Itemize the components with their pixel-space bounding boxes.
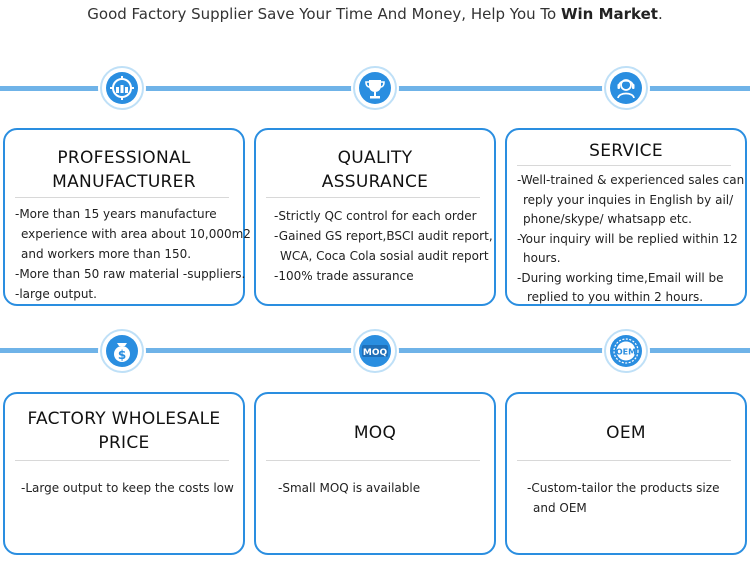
card-title: OEM bbox=[507, 421, 745, 445]
card-divider bbox=[517, 165, 731, 166]
card-line: -More than 15 years manufacture bbox=[15, 207, 217, 221]
headline-emphasis: Win Market bbox=[561, 5, 658, 23]
price-medal: $ bbox=[100, 329, 144, 373]
card-line: hours. bbox=[523, 251, 561, 265]
oem-badge-text: OEM bbox=[616, 348, 636, 357]
card-line: reply your inquies in English by ail/ bbox=[523, 192, 734, 207]
card-line: -Large output to keep the costs low bbox=[21, 481, 234, 495]
card-body: -More than 15 years manufacture experien… bbox=[15, 204, 251, 304]
headline-prefix: Good Factory Supplier Save Your Time And… bbox=[87, 5, 561, 23]
card-body: -Well-trained & experienced sales can re… bbox=[517, 171, 745, 308]
card-line: -100% trade assurance bbox=[274, 269, 414, 283]
trophy-icon bbox=[365, 80, 385, 99]
card-title: FACTORY WHOLESALE PRICE bbox=[5, 407, 243, 455]
card-professional-manufacturer: PROFESSIONAL MANUFACTURER -More than 15 … bbox=[3, 128, 251, 306]
card-line: -Well-trained & experienced sales can bbox=[517, 173, 745, 187]
card-line: phone/skype/ whatsapp etc. bbox=[523, 212, 692, 226]
card-title: SERVICE bbox=[507, 139, 745, 163]
card-title-line: PRICE bbox=[98, 433, 150, 453]
trophy-medal bbox=[353, 66, 397, 110]
card-divider bbox=[517, 460, 731, 461]
card-title: MOQ bbox=[256, 421, 494, 445]
card-title-line: OEM bbox=[606, 423, 646, 443]
factory-medal bbox=[100, 66, 144, 110]
moq-medal: MOQ bbox=[353, 329, 397, 373]
card-line: -Your inquiry will be replied within 12 bbox=[517, 231, 738, 246]
card-title-line: MANUFACTURER bbox=[52, 172, 196, 192]
factory-gear-icon bbox=[110, 76, 134, 100]
card-body: -Custom-tailor the products size and OEM bbox=[527, 478, 737, 518]
card-line: -Gained GS report,BSCI audit report, bbox=[274, 229, 493, 243]
service-medal bbox=[604, 66, 648, 110]
card-divider bbox=[15, 197, 229, 198]
card-divider bbox=[266, 460, 480, 461]
card-title-line: SERVICE bbox=[589, 141, 663, 161]
page-headline: Good Factory Supplier Save Your Time And… bbox=[0, 5, 750, 23]
customer-service-icon bbox=[617, 79, 635, 99]
card-quality-assurance: QUALITY ASSURANCE -Strictly QC control f… bbox=[254, 128, 496, 306]
card-line: and OEM bbox=[533, 501, 587, 515]
card-title-line: PROFESSIONAL bbox=[57, 148, 191, 168]
svg-text:$: $ bbox=[118, 348, 126, 362]
card-divider bbox=[15, 460, 229, 461]
card-line: WCA, Coca Cola sosial audit report bbox=[280, 249, 489, 263]
headline-suffix: . bbox=[657, 5, 663, 23]
card-line: -large output. bbox=[15, 287, 97, 301]
card-title-line: MOQ bbox=[353, 423, 397, 443]
oem-medal: OEM bbox=[604, 329, 648, 373]
moq-badge-text: MOQ bbox=[363, 348, 388, 358]
dollar-coin-icon: $ bbox=[114, 343, 130, 362]
card-title-line: FACTORY WHOLESALE bbox=[27, 409, 221, 429]
card-line: -More than 50 raw material -suppliers. bbox=[15, 267, 246, 281]
card-oem: OEM -Custom-tailor the products size and… bbox=[505, 392, 747, 555]
card-title: PROFESSIONAL MANUFACTURER bbox=[5, 146, 243, 194]
card-service: SERVICE -Well-trained & experienced sale… bbox=[505, 128, 747, 306]
card-title-line: ASSURANCE bbox=[321, 172, 429, 192]
card-line: -Custom-tailor the products size bbox=[527, 481, 720, 495]
moq-badge-icon: MOQ bbox=[362, 345, 388, 358]
card-line: -Strictly QC control for each order bbox=[274, 209, 477, 223]
card-line: and workers more than 150. bbox=[21, 247, 192, 261]
oem-badge-icon: OEM bbox=[613, 338, 639, 364]
card-line: replied to you within 2 hours. bbox=[527, 290, 704, 304]
card-line: experience with area about 10,000m2 bbox=[21, 227, 251, 241]
card-body: -Strictly QC control for each order -Gai… bbox=[274, 206, 493, 286]
card-line: -Small MOQ is available bbox=[278, 481, 421, 495]
card-factory-wholesale-price: FACTORY WHOLESALE PRICE -Large output to… bbox=[3, 392, 245, 555]
card-divider bbox=[266, 197, 480, 198]
card-title-line: QUALITY bbox=[337, 148, 413, 168]
card-body: -Small MOQ is available bbox=[278, 478, 486, 498]
card-moq: MOQ -Small MOQ is available bbox=[254, 392, 496, 555]
card-title: QUALITY ASSURANCE bbox=[256, 146, 494, 194]
card-line: -During working time,Email will be bbox=[517, 270, 724, 285]
card-body: -Large output to keep the costs low bbox=[21, 478, 235, 498]
